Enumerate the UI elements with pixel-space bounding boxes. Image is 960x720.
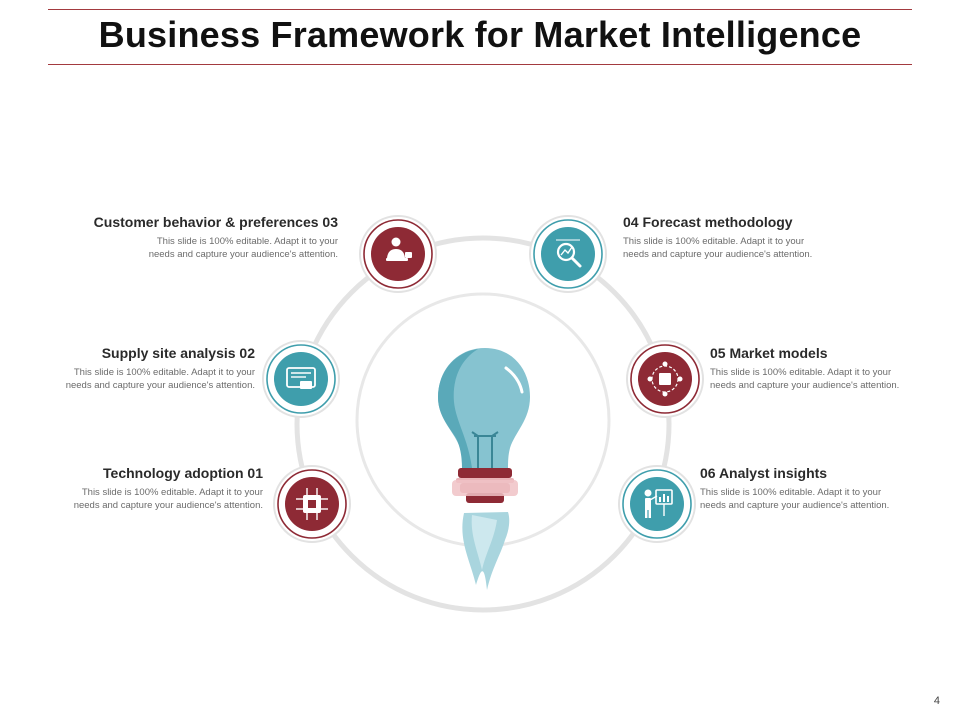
item-description: This slide is 100% editable. Adapt it to…	[148, 236, 338, 260]
node-customer[interactable]	[359, 215, 437, 293]
item-description: This slide is 100% editable. Adapt it to…	[65, 367, 255, 391]
item-forecast-methodology: 04 Forecast methodology This slide is 10…	[623, 214, 923, 261]
item-description: This slide is 100% editable. Adapt it to…	[710, 367, 900, 391]
item-market-models: 05 Market models This slide is 100% edit…	[710, 345, 950, 392]
presenter-icon	[644, 489, 673, 518]
item-description: This slide is 100% editable. Adapt it to…	[623, 236, 813, 260]
page-title: Business Framework for Market Intelligen…	[98, 14, 862, 55]
title-underline	[48, 64, 912, 65]
node-analyst-insights[interactable]	[618, 465, 696, 543]
node-technology[interactable]	[273, 465, 351, 543]
chip-icon	[296, 488, 328, 520]
item-heading: 05 Market models	[710, 345, 828, 361]
node-market-models[interactable]	[626, 340, 704, 418]
item-heading: Technology adoption 01	[103, 465, 263, 481]
supply-icon	[286, 367, 316, 389]
item-heading: Supply site analysis 02	[101, 345, 255, 361]
lightbulb-rocket-icon	[438, 348, 530, 590]
item-supply-site: Supply site analysis 02 This slide is 10…	[0, 345, 255, 392]
network-icon	[647, 361, 683, 397]
item-description: This slide is 100% editable. Adapt it to…	[73, 487, 263, 511]
item-technology-adoption: Technology adoption 01 This slide is 100…	[0, 465, 263, 512]
magnifier-chart-icon	[556, 239, 582, 268]
node-forecast[interactable]	[529, 215, 607, 293]
page-number: 4	[933, 695, 940, 707]
item-heading: 04 Forecast methodology	[623, 214, 793, 230]
item-heading: 06 Analyst insights	[700, 465, 828, 481]
outer-ring	[294, 235, 672, 613]
item-customer-behavior: Customer behavior & preferences 03 This …	[38, 214, 338, 261]
item-analyst-insights: 06 Analyst insights This slide is 100% e…	[700, 465, 950, 512]
customer-icon	[386, 237, 412, 261]
node-supply[interactable]	[262, 340, 340, 418]
item-description: This slide is 100% editable. Adapt it to…	[700, 487, 890, 511]
top-rule	[48, 9, 912, 10]
item-heading: Customer behavior & preferences 03	[93, 214, 338, 230]
